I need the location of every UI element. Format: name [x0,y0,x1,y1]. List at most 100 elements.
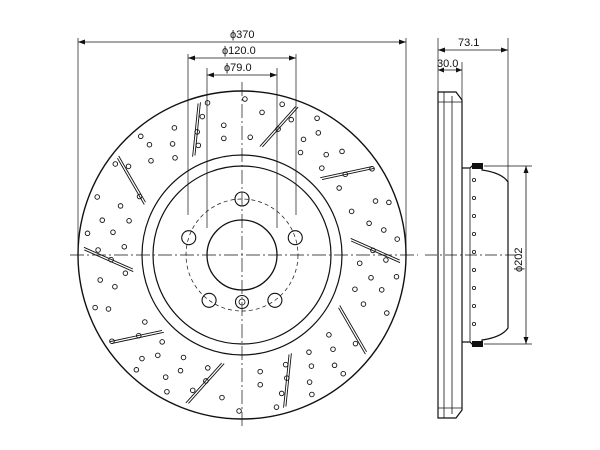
side-drill-mark [471,321,476,326]
side-drill-mark [471,195,476,200]
drill-hole [336,185,342,191]
drill-hole [300,136,307,143]
drill-hole [309,391,315,398]
drill-hole [282,361,289,368]
drill-hole [169,141,176,147]
drill-hole [284,375,290,381]
drill-hole [221,122,227,129]
drill-hole [242,96,248,102]
bolt-circle [185,198,299,312]
hat-section-outline [462,163,509,347]
drill-hole [275,126,281,132]
drill-hole [370,247,376,254]
drill-hole [221,135,227,142]
drill-hole [384,310,390,316]
inner-diameter-label: ϕ202 [513,247,525,272]
disc-thickness-label: 30.0 [437,58,458,70]
drill-hole [195,142,202,149]
center-bore [206,219,278,291]
drill-hole [381,227,387,233]
drill-hole [180,354,187,361]
drill-hole [369,166,375,172]
bolt-holes [181,191,303,310]
drill-hole [94,194,100,200]
drill-hole [172,155,178,161]
drill-hole [139,355,145,362]
drill-hole [95,247,101,253]
drill-hole [356,260,363,266]
bore-diameter-label: ϕ79.0 [224,62,252,74]
drill-hole [342,171,348,178]
drill-hole [378,287,385,293]
drill-hole [279,101,285,108]
drill-hole [204,100,211,106]
drill-hole [109,338,115,344]
drill-hole [105,306,112,312]
drill-hole [155,352,161,359]
drill-hole [203,378,209,384]
drill-hole [121,244,128,250]
outer-diameter-label: ϕ370 [230,29,255,41]
bolt-hole [287,230,303,246]
drill-hole [162,374,169,380]
drill-hole [247,134,253,141]
drill-hole [108,256,114,263]
bolt-hole [181,230,197,246]
drill-hole [133,367,140,373]
drill-hole [84,230,91,237]
drill-hole [360,301,367,307]
drill-hole [297,149,304,156]
drill-hole [314,115,320,122]
drill-hole [136,193,143,200]
hub-outer-edge [152,165,332,345]
side-view: 73.1 30.0 ϕ202 [425,37,532,419]
drill-hole [159,339,165,345]
drill-hole [348,208,355,215]
drill-hole [315,130,322,136]
drill-hole [205,365,211,371]
drill-holes [84,96,400,414]
drill-hole [236,408,242,414]
centering-pin-inner [238,298,246,306]
drill-hole [273,404,280,410]
drill-hole [99,217,106,223]
drill-hole [340,370,346,377]
drill-hole [171,125,178,131]
drill-hole [112,161,119,167]
friction-inner-edge [141,154,343,356]
disc-section-outline [437,91,463,419]
drill-hole [164,388,170,395]
drill-hole [125,163,132,170]
slot [338,305,367,355]
side-drill-mark [471,249,476,254]
bolt-hole [267,292,283,308]
bolt-hole [201,292,217,308]
drill-hole [136,332,142,339]
drill-hole [386,199,392,206]
side-drill-marks [471,177,476,326]
drill-hole [189,387,196,394]
side-drill-mark [471,267,476,272]
drill-hole [319,165,325,171]
drill-hole [306,379,313,385]
drill-hole [372,198,379,204]
drill-hole [394,236,400,242]
drill-hole [339,148,345,155]
drill-hole [383,257,389,263]
drill-hole [97,277,103,283]
drill-hole [352,286,358,292]
hub-diameter-label: ϕ120.0 [222,45,256,57]
drill-hole [306,349,312,355]
side-drill-mark [471,285,476,290]
drill-hole [330,346,336,352]
drill-hole [323,151,329,158]
total-height-label: 73.1 [458,37,479,49]
drill-hole [259,109,265,116]
drill-hole [368,274,374,281]
drill-hole [331,362,338,369]
side-drill-mark [471,231,476,236]
drill-hole [110,229,116,236]
side-drill-mark [471,213,476,218]
drill-hole [199,113,206,120]
